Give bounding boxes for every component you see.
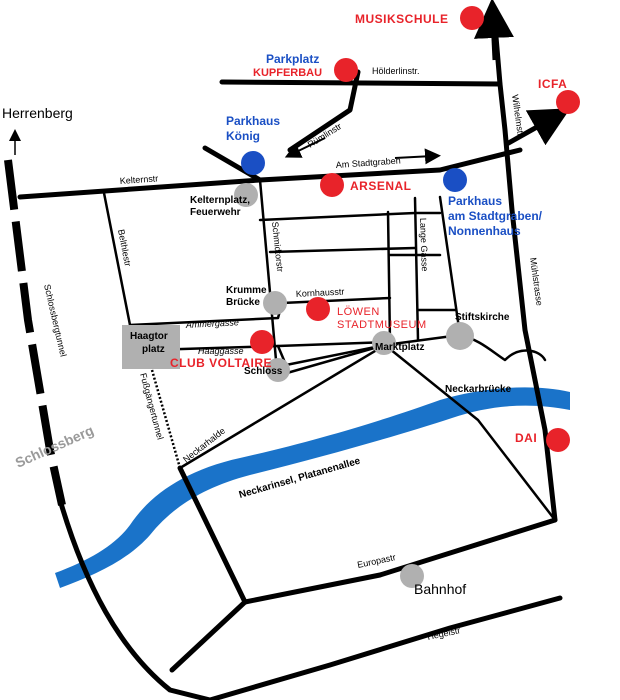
- label-schlossberg: Schlossberg: [13, 422, 96, 471]
- label-am-stadtgraben: Am Stadtgraben: [335, 155, 401, 170]
- label-parkhaus-stadtgraben-3: Nonnenhaus: [448, 224, 521, 238]
- marktplatz-marker: [372, 331, 396, 355]
- label-musikschule: MUSIKSCHULE: [355, 12, 449, 26]
- label-kelternplatz-1: Kelternplatz,: [190, 195, 250, 206]
- label-kelternplatz-2: Feuerwehr: [190, 207, 241, 218]
- label-arsenal: ARSENAL: [350, 179, 412, 193]
- label-parkhaus-stadtgraben-2: am Stadtgraben/: [448, 209, 543, 223]
- label-europastr: Europastr: [356, 552, 396, 570]
- label-loewen-1: LÖWEN: [337, 306, 380, 318]
- venue-markers: [250, 6, 580, 452]
- road-arrow-north: [473, 0, 514, 61]
- label-schlossbergtunnel: Schlossbergtunnel: [42, 283, 68, 357]
- dai-marker: [546, 428, 570, 452]
- parkhaus-koenig-marker: [241, 151, 265, 175]
- parking-markers: [241, 151, 467, 192]
- krumme-bruecke-marker: [263, 291, 287, 315]
- label-bahnhof: Bahnhof: [414, 581, 466, 597]
- label-icfa: ICFA: [538, 77, 567, 91]
- label-parkplatz: Parkplatz: [266, 52, 319, 66]
- arrow-stadtgraben: [394, 148, 441, 165]
- label-hoelderlinstr: Hölderlinstr.: [372, 66, 420, 76]
- haagtorplatz-box: [122, 325, 180, 369]
- stiftskirche-marker: [446, 322, 474, 350]
- label-herrenberg: Herrenberg: [2, 105, 73, 121]
- neckar-river: [55, 387, 570, 588]
- club-voltaire-marker: [250, 330, 274, 354]
- arrow-ruemelin: [284, 137, 326, 158]
- loewen-marker: [306, 297, 330, 321]
- schlossberg-tunnel: [4, 159, 66, 506]
- label-ammergasse: Ammergasse: [185, 317, 239, 330]
- label-stiftskirche: Stiftskirche: [455, 312, 510, 323]
- label-krumme-1: Krumme: [226, 285, 267, 296]
- label-haagtor-1: Haagtor: [130, 331, 168, 342]
- icfa-marker: [556, 90, 580, 114]
- bahnhof-marker: [400, 564, 424, 588]
- label-krumme-2: Brücke: [226, 297, 260, 308]
- label-hegelstr: Hegelstr: [426, 625, 461, 642]
- label-kelternstr: Kelternstr: [119, 173, 158, 186]
- label-marktplatz: Marktplatz: [375, 342, 424, 353]
- label-kupferbau: KUPFERBAU: [253, 67, 322, 79]
- label-haagtor-2: platz: [142, 344, 165, 355]
- road-arrow-icfa: [503, 108, 571, 148]
- label-kornhausstr: Kornhausstr: [296, 286, 345, 299]
- label-loewen-2: STADTMUSEUM: [337, 319, 427, 331]
- landmarks: [234, 183, 474, 588]
- kupferbau-marker: [334, 58, 358, 82]
- label-parkhaus-koenig-1: Parkhaus: [226, 114, 280, 128]
- label-muehlstrasse: Mühlstrasse: [528, 257, 545, 306]
- parkhaus-stadtgraben-marker: [443, 168, 467, 192]
- label-club-voltaire: CLUB VOLTAIRE: [170, 356, 272, 370]
- label-wilhelmstr: Wilhelmstr.: [510, 94, 526, 139]
- arsenal-marker: [320, 173, 344, 197]
- footpath: [150, 369, 182, 469]
- main-roads: [17, 22, 563, 700]
- label-parkhaus-stadtgraben-1: Parkhaus: [448, 194, 502, 208]
- kelternplatz-marker: [234, 183, 258, 207]
- label-schmiedtorstr: Schmidtorstr: [270, 221, 285, 272]
- schloss-marker: [266, 358, 290, 382]
- label-neckarbruecke: Neckarbrücke: [445, 384, 512, 395]
- label-parkhaus-koenig-2: König: [226, 129, 260, 143]
- musikschule-marker: [460, 6, 484, 30]
- label-lange-gasse: Lange Gasse: [418, 218, 430, 272]
- label-dai: DAI: [515, 431, 537, 445]
- label-haaggasse: Haaggasse: [198, 346, 244, 356]
- label-schloss: Schloss: [244, 366, 283, 377]
- minor-streets: [102, 178, 557, 522]
